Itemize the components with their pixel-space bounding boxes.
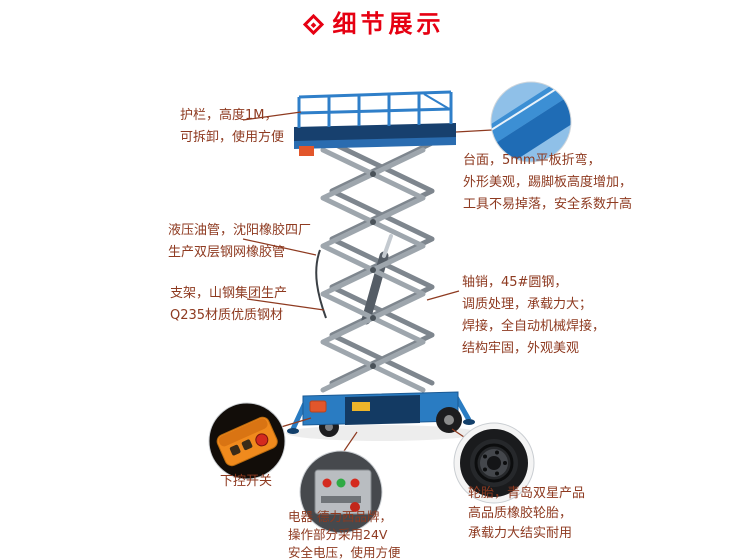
callout-pin: 轴销，45#圆钢， 调质处理，承载力大； 焊接，全自动机械焊接， 结构牢固，外观… — [462, 272, 605, 360]
platform-deck — [294, 123, 456, 156]
callout-line: 操作部分采用24V — [288, 527, 388, 542]
callout-line: 生产双层钢网橡胶管 — [168, 245, 286, 260]
page-title: 细节展示 — [0, 12, 750, 36]
callout-line: 工具不易掉落，安全系数升高 — [463, 197, 633, 212]
callout-line: 轮胎，青岛双星产品 — [468, 486, 586, 501]
pivot-pins — [370, 171, 376, 369]
hydraulic-hose — [315, 249, 327, 319]
callout-line: 护栏，高度1M， — [180, 108, 278, 123]
callout-line: Q235材质优质钢材 — [170, 308, 284, 323]
callout-platform: 台面，5mm平板折弯， 外形美观，踢脚板高度增加， 工具不易掉落，安全系数升高 — [463, 150, 632, 216]
base-chassis — [287, 391, 475, 437]
callout-line: 外形美观，踢脚板高度增加， — [463, 175, 633, 190]
tire-photo — [453, 422, 535, 504]
callout-line: 焊接，全自动机械焊接， — [462, 319, 606, 334]
guardrail — [297, 90, 453, 128]
callout-line: 电器 德力西品牌， — [288, 509, 392, 524]
scissor-lift-image — [287, 90, 475, 437]
callout-line: 台面，5mm平板折弯， — [463, 153, 601, 168]
callout-line: 支架，山钢集团生产 — [170, 286, 288, 301]
callout-hose: 液压油管，沈阳橡胶四厂 生产双层钢网橡胶管 — [168, 220, 311, 264]
callout-line: 调质处理，承载力大； — [462, 297, 593, 312]
callout-line: 结构牢固，外观美观 — [462, 341, 580, 356]
callout-electric: 电器 德力西品牌， 操作部分采用24V 安全电压，使用方便 — [288, 508, 401, 560]
remote-control-photo — [208, 402, 286, 480]
callout-line: 可拆卸，使用方便 — [180, 130, 285, 145]
callout-guardrail: 护栏，高度1M， 可拆卸，使用方便 — [180, 105, 284, 149]
callout-line: 安全电压，使用方便 — [288, 545, 401, 560]
callout-tire: 轮胎，青岛双星产品 高品质橡胶轮胎， 承载力大结实耐用 — [468, 484, 585, 544]
platform-control-box — [299, 146, 314, 156]
callout-line: 液压油管，沈阳橡胶四厂 — [168, 223, 312, 238]
callout-frame: 支架，山钢集团生产 Q235材质优质钢材 — [170, 283, 287, 327]
page-title-text: 细节展示 — [332, 10, 445, 38]
callout-line: 高品质橡胶轮胎， — [468, 506, 573, 521]
callout-line: 轴销，45#圆钢， — [462, 275, 568, 290]
control-panel-photo — [299, 450, 383, 534]
callout-lower-switch: 下控开关 — [220, 474, 273, 489]
callout-line: 承载力大结实耐用 — [468, 526, 573, 541]
base-control-box — [309, 400, 327, 413]
callout-connector-lines — [242, 111, 493, 452]
